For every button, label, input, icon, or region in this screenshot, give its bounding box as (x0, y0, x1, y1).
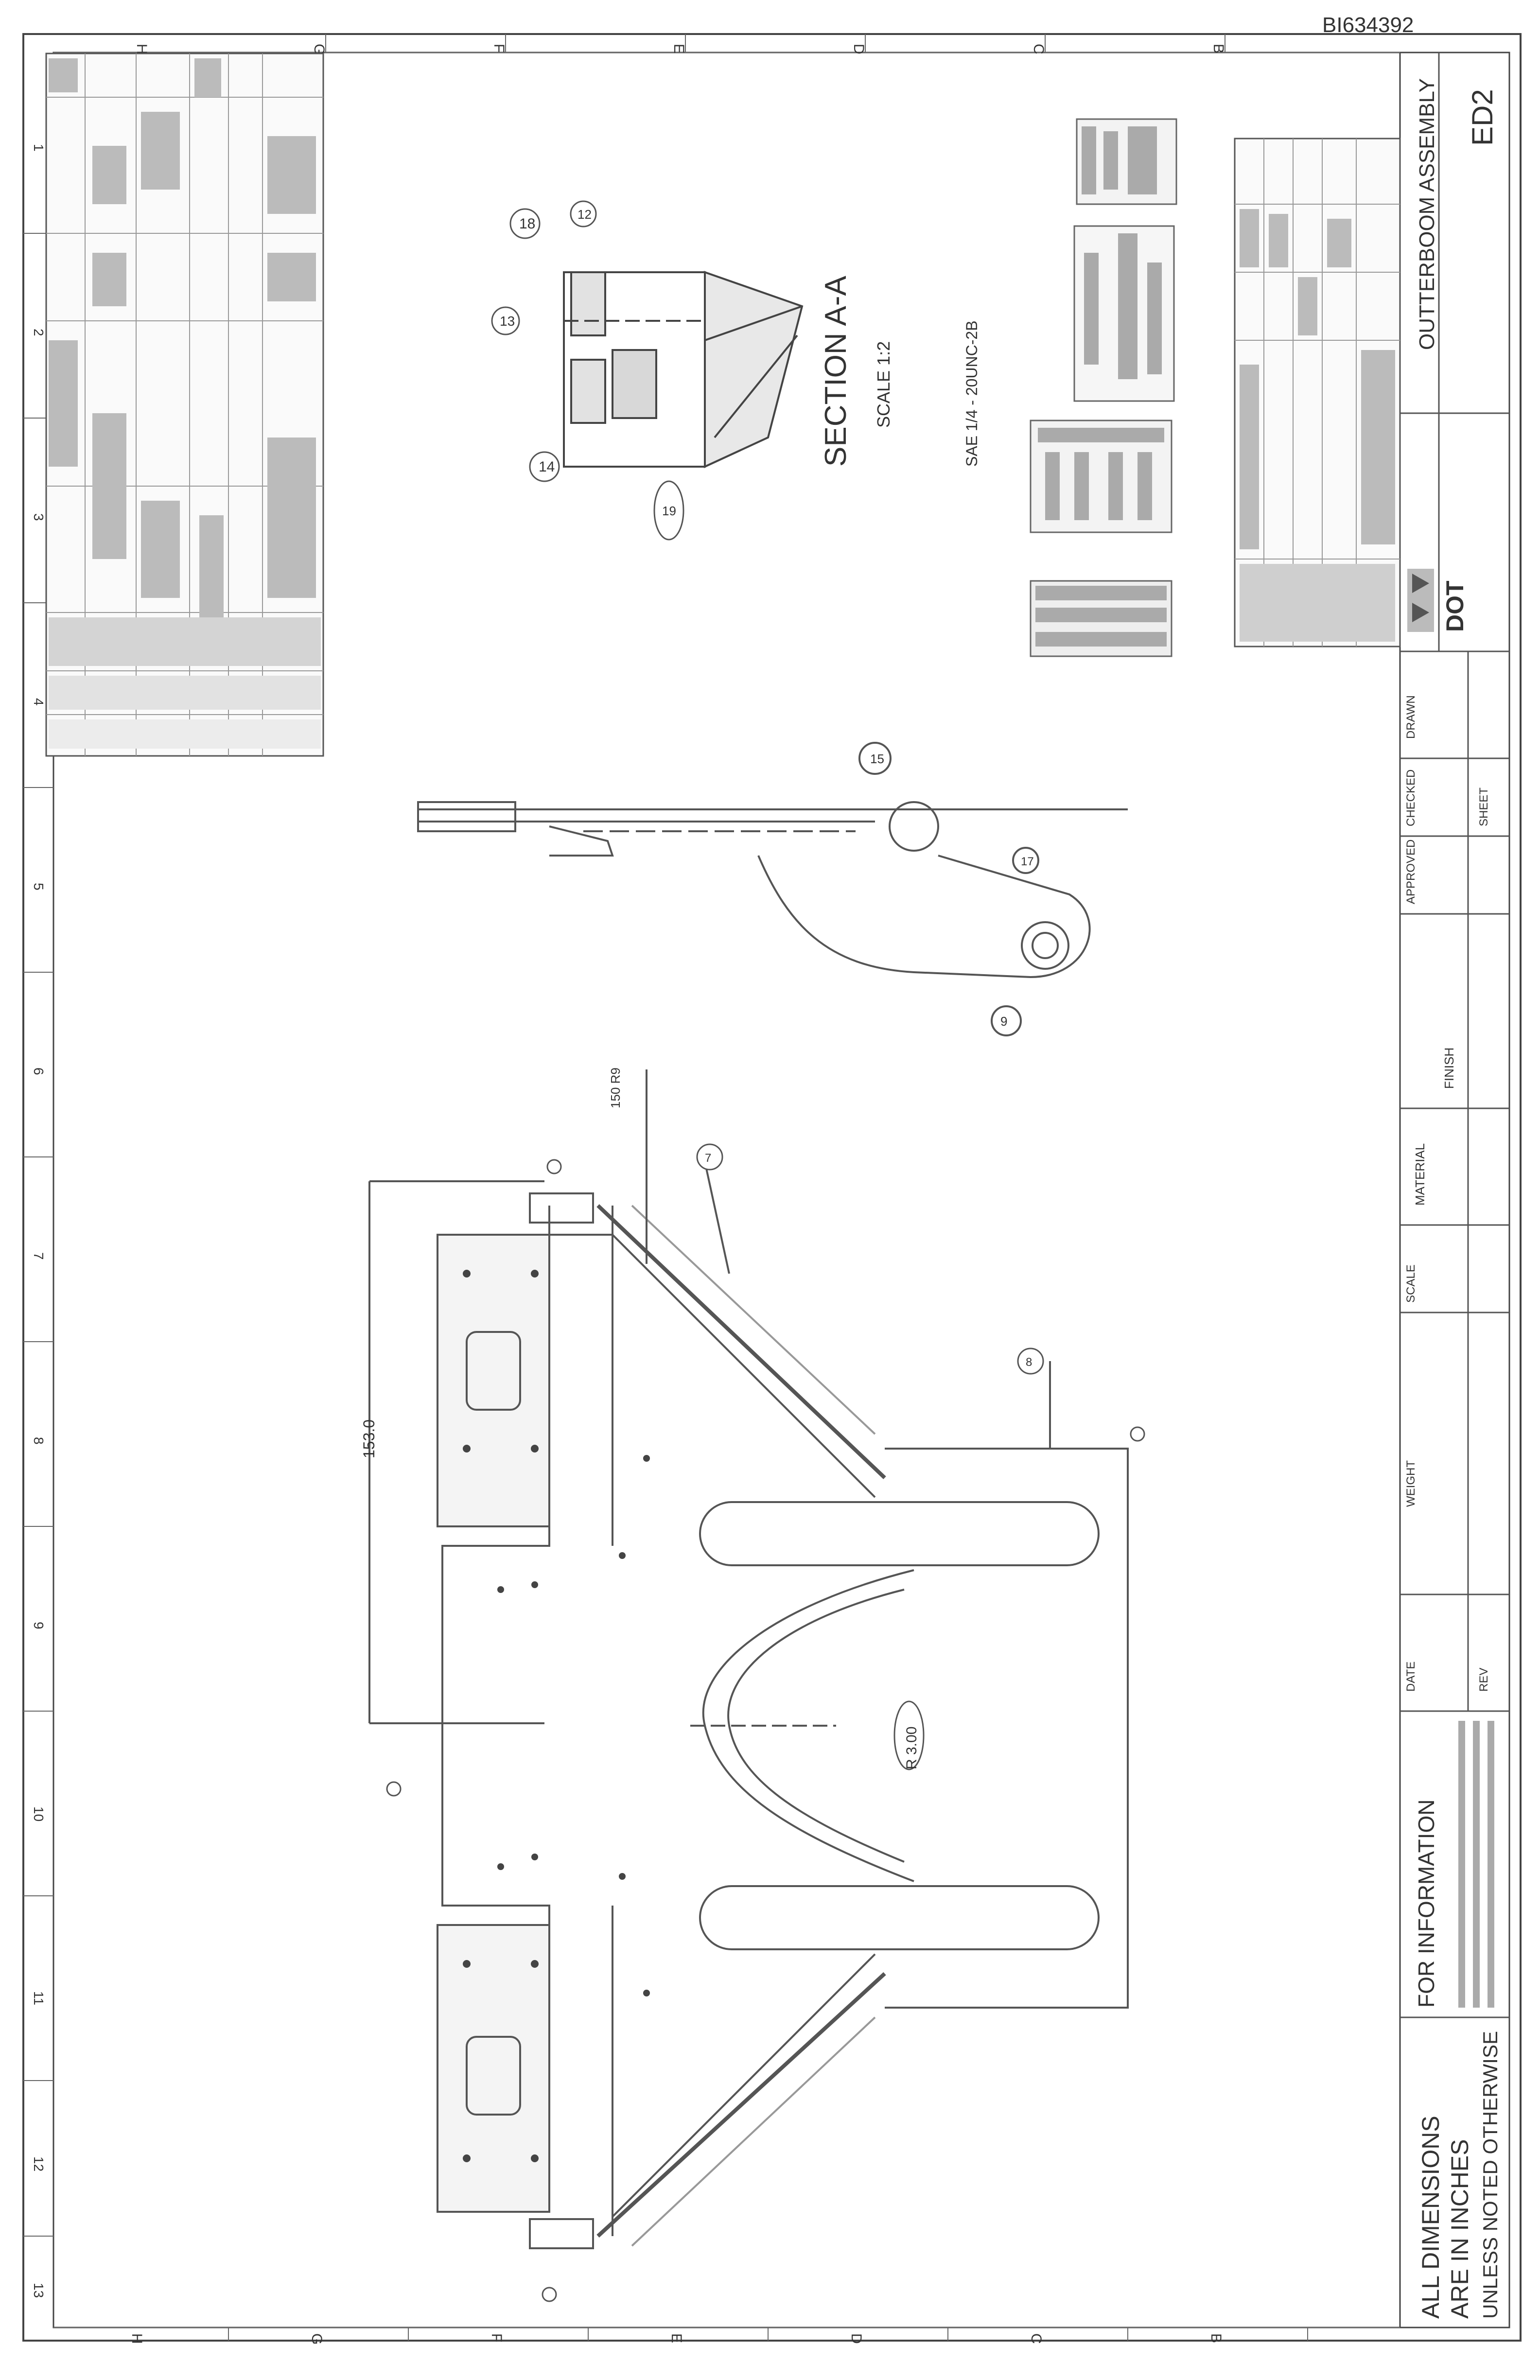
sheet-label: SHEET (1477, 788, 1490, 826)
zone-number: 4 (31, 698, 46, 706)
drawing-title: OUTTERBOOM ASSEMBLY (1415, 78, 1439, 350)
zone-number: 10 (31, 1806, 46, 1821)
balloon-label: 7 (705, 1152, 711, 1165)
zone-letter: D (848, 2333, 864, 2344)
left-zone-numbers: 1 2 3 4 5 6 7 8 9 10 11 12 13 (31, 144, 46, 2298)
balloon-label: 8 (1026, 1356, 1032, 1369)
revision-table (1234, 138, 1401, 648)
brand-mark: DOT (1441, 580, 1469, 632)
dims-line-3: UNLESS NOTED OTHERWISE (1479, 2031, 1502, 2319)
bom-table (45, 52, 324, 757)
top-zone-letters: H G F E D C B (134, 44, 1226, 55)
bottom-zone-letters: H G F E D C B (129, 2333, 1224, 2345)
zone-letter: E (668, 2333, 684, 2343)
rev-label: REV (1477, 1668, 1490, 1692)
dims-line-1: ALL DIMENSIONS (1417, 2116, 1444, 2319)
plan-view (368, 1069, 1129, 2249)
zone-letter: B (1208, 2333, 1224, 2343)
dimension-label: 153.0 (360, 1419, 378, 1458)
section-note: SAE 1/4 - 20UNC-2B (963, 320, 980, 467)
for-information: FOR INFORMATION (1414, 1800, 1439, 2008)
zone-number: 3 (31, 513, 46, 521)
zone-letter: H (129, 2333, 145, 2344)
zone-number: 1 (31, 144, 46, 152)
zone-letter: F (489, 2333, 505, 2342)
weight-label: WEIGHT (1404, 1460, 1418, 1507)
checked-label: CHECKED (1404, 770, 1418, 826)
dims-line-2: ARE IN INCHES (1446, 2139, 1473, 2319)
brand-logo: DOT (1407, 569, 1469, 632)
note-tables (1030, 118, 1177, 657)
callout-label: R 3.00 (904, 1727, 920, 1769)
info-fine-print (1458, 1721, 1494, 2008)
balloon-label: 9 (1000, 1014, 1007, 1029)
doc-number: BI634392 (1322, 13, 1414, 37)
zone-letter: C (1031, 44, 1047, 54)
drawn-label: DRAWN (1404, 695, 1418, 739)
scale-label: SCALE (1404, 1264, 1418, 1303)
date-label: DATE (1404, 1662, 1418, 1692)
balloon-label: 15 (870, 752, 884, 766)
balloon-label: 14 (539, 459, 555, 475)
zone-letter: F (491, 44, 507, 52)
section-title: SECTION A-A (819, 276, 853, 467)
zone-letter: D (851, 44, 867, 54)
zone-number: 11 (31, 1991, 46, 2005)
zone-letter: G (309, 2333, 325, 2345)
zone-number: 7 (31, 1252, 46, 1260)
approved-label: APPROVED (1404, 840, 1418, 904)
balloon-label: 19 (662, 504, 676, 518)
balloon-label: 12 (578, 207, 592, 222)
zone-letter: H (134, 44, 150, 54)
plan-balloons (386, 1143, 1145, 2302)
zone-number: 12 (31, 2156, 46, 2171)
zone-number: 6 (31, 1068, 46, 1075)
zone-number: 13 (31, 2283, 46, 2298)
section-scale: SCALE 1:2 (874, 341, 893, 428)
bottom-zone-ruler (53, 2327, 1400, 2341)
balloon-label: 13 (500, 314, 515, 329)
zone-number: 2 (31, 329, 46, 336)
balloon-label: 18 (519, 216, 535, 232)
zone-number: 8 (31, 1437, 46, 1445)
hardware-markers (463, 1270, 650, 2162)
material-label: MATERIAL (1413, 1143, 1427, 1206)
section-balloons (491, 200, 684, 541)
finish-label: FINISH (1442, 1048, 1456, 1089)
balloon-label: 17 (1021, 855, 1034, 868)
top-zone-ruler (53, 34, 1400, 53)
zone-letter: B (1210, 44, 1226, 53)
section-a-a-view: 18 12 13 14 19 SECTION A-A SCALE 1:2 SAE… (491, 200, 980, 541)
zone-letter: E (671, 44, 687, 53)
title-block: OUTTERBOOM ASSEMBLY ED2 DOT DRAWN CHECKE… (1400, 52, 1509, 2319)
sheet-size: ED2 (1466, 89, 1499, 146)
side-view (417, 742, 1128, 1036)
zone-letter: C (1028, 2333, 1044, 2344)
zone-number: 5 (31, 883, 46, 891)
zone-letter: G (311, 44, 327, 55)
vertical-callout: 150 R9 (608, 1068, 623, 1108)
zone-number: 9 (31, 1622, 46, 1629)
